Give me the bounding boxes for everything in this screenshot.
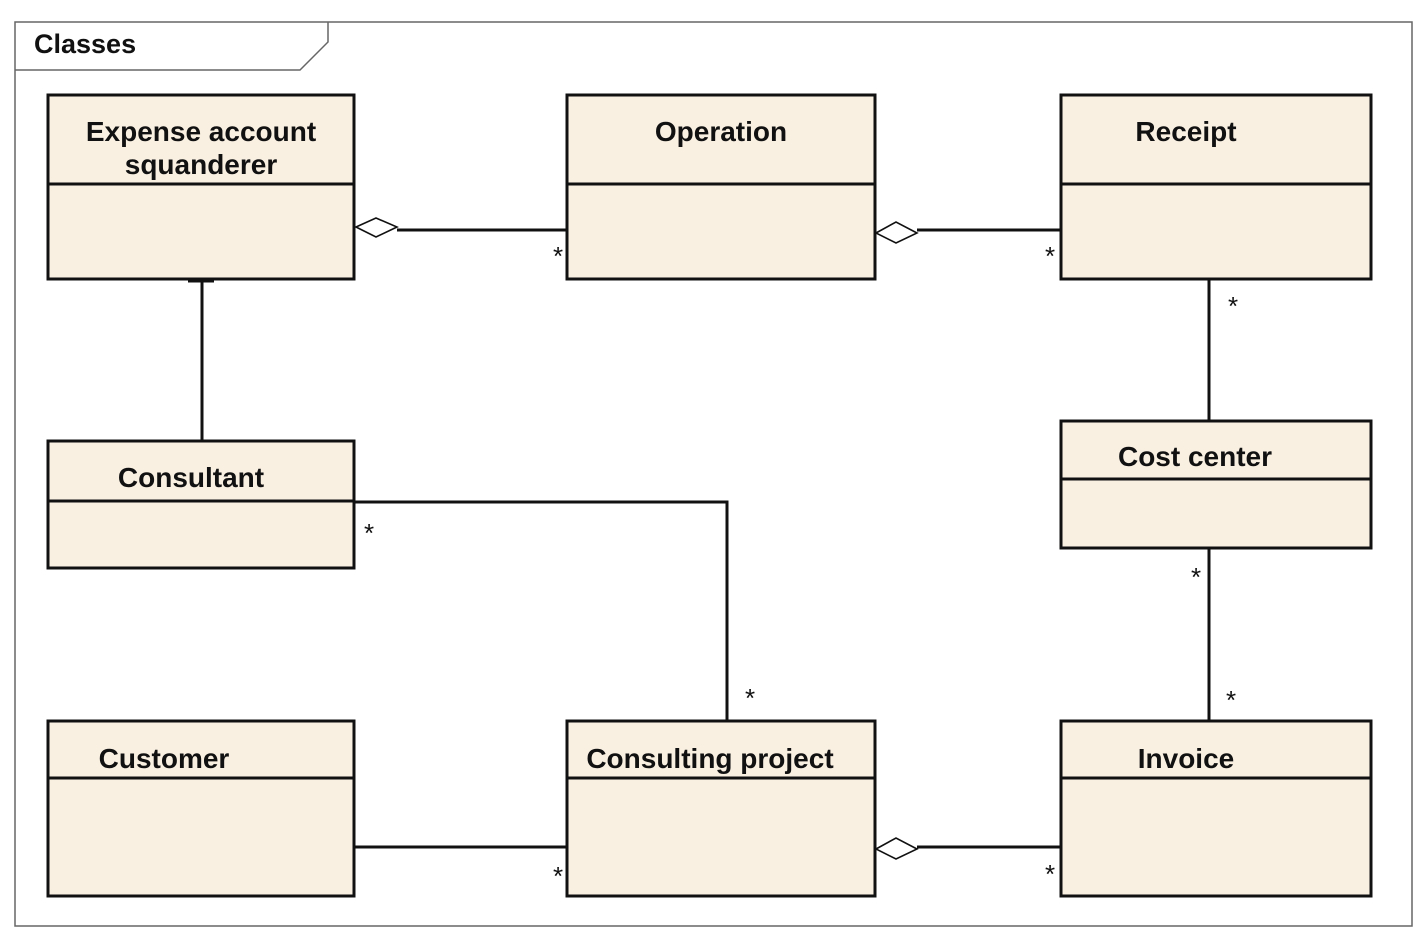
mult-customer-project: * — [553, 861, 563, 891]
class-box — [565, 719, 877, 898]
class-box — [1059, 719, 1373, 898]
line-consultant-project — [355, 500, 729, 721]
class-name-line2: squanderer — [125, 149, 278, 180]
class-invoice[interactable]: Invoice — [1059, 719, 1373, 898]
frame-title: Classes — [34, 29, 136, 59]
aggregation-diamond-icon — [874, 837, 919, 860]
class-consultant[interactable]: Consultant — [46, 439, 356, 570]
aggregation-diamond-icon — [874, 221, 919, 244]
mult-cost-center-invoice-invoice: * — [1226, 685, 1236, 715]
class-box — [46, 439, 356, 570]
mult-receipt-cost-center: * — [1228, 291, 1238, 321]
class-box — [46, 93, 356, 281]
mult-consultant-project-project: * — [745, 683, 755, 713]
class-box — [1059, 419, 1373, 550]
diagram-frame: Classes — [14, 21, 1413, 927]
aggregation-diamonds — [354, 217, 919, 860]
class-expense-account-squanderer[interactable]: Expense account squanderer — [46, 93, 356, 281]
associations — [188, 228, 1211, 849]
class-consulting-project[interactable]: Consulting project — [565, 719, 877, 898]
frame-title-tab — [15, 22, 329, 71]
class-name: Consultant — [118, 462, 264, 493]
class-box — [1059, 93, 1373, 281]
class-box — [46, 719, 356, 898]
multiplicity-labels: * * * * * * * * * — [364, 241, 1238, 891]
class-name-line1: Expense account — [86, 116, 316, 147]
class-name: Customer — [99, 743, 230, 774]
class-box — [565, 93, 877, 281]
class-name: Receipt — [1135, 116, 1236, 147]
class-customer[interactable]: Customer — [46, 719, 356, 898]
class-name: Invoice — [1138, 743, 1234, 774]
mult-operation-receipt: * — [1045, 241, 1055, 271]
mult-cost-center-invoice-cost-center: * — [1191, 562, 1201, 592]
class-receipt[interactable]: Receipt — [1059, 93, 1373, 281]
class-cost-center[interactable]: Cost center — [1059, 419, 1373, 550]
class-name: Consulting project — [586, 743, 833, 774]
mult-consultant-project-consultant: * — [364, 518, 374, 548]
class-name: Operation — [655, 116, 787, 147]
class-operation[interactable]: Operation — [565, 93, 877, 281]
frame-border — [14, 21, 1413, 927]
mult-squanderer-operation: * — [553, 241, 563, 271]
aggregation-diamond-icon — [354, 217, 399, 238]
mult-project-invoice: * — [1045, 859, 1055, 889]
class-name: Cost center — [1118, 441, 1272, 472]
